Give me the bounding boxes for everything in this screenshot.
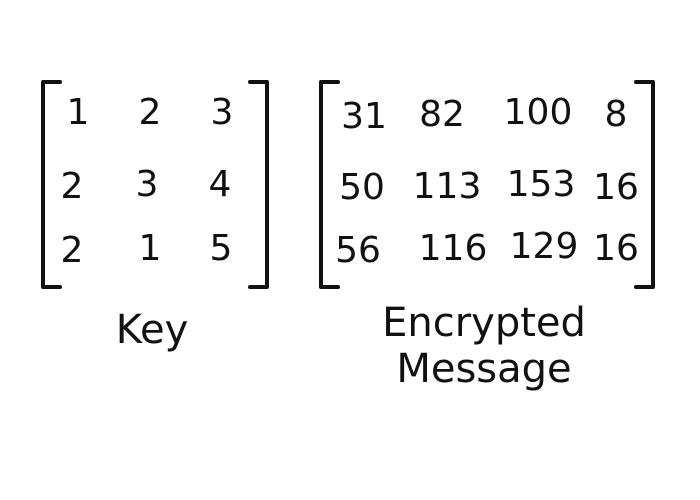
message-caption-line1: Encrypted <box>382 300 586 346</box>
key-cell-r1c1: 1 <box>67 92 90 133</box>
message-cell-r2c1: 50 <box>339 167 385 208</box>
message-cell-r3c3: 129 <box>510 226 579 267</box>
key-cell-r2c1: 2 <box>61 166 84 207</box>
key-cell-r2c3: 4 <box>209 164 232 205</box>
message-cell-r3c4: 16 <box>593 228 639 269</box>
key-left-bracket <box>41 80 62 289</box>
key-matrix: 1 2 3 2 3 4 2 1 5 <box>61 92 234 271</box>
message-right-bracket <box>634 80 655 289</box>
message-cell-r1c2: 82 <box>419 94 465 135</box>
key-cell-r3c2: 1 <box>139 228 162 269</box>
key-cell-r1c3: 3 <box>211 92 234 133</box>
message-cell-r2c4: 16 <box>593 167 639 208</box>
message-cell-r1c4: 8 <box>605 94 628 135</box>
message-cell-r2c3: 153 <box>507 164 576 205</box>
message-cell-r3c2: 116 <box>419 228 488 269</box>
message-matrix: 31 82 100 8 50 113 153 16 56 116 129 16 <box>335 92 639 271</box>
key-caption: Key <box>116 307 189 353</box>
message-caption-line2: Message <box>396 346 571 392</box>
message-cell-r3c1: 56 <box>335 230 381 271</box>
key-cell-r1c2: 2 <box>139 92 162 133</box>
key-cell-r3c1: 2 <box>61 230 84 271</box>
message-cell-r1c3: 100 <box>504 92 573 133</box>
key-cell-r3c3: 5 <box>210 228 233 269</box>
key-cell-r2c2: 3 <box>136 164 159 205</box>
message-cell-r2c2: 113 <box>413 166 482 207</box>
message-cell-r1c1: 31 <box>341 96 387 137</box>
message-left-bracket <box>319 80 340 289</box>
key-right-bracket <box>248 80 269 289</box>
